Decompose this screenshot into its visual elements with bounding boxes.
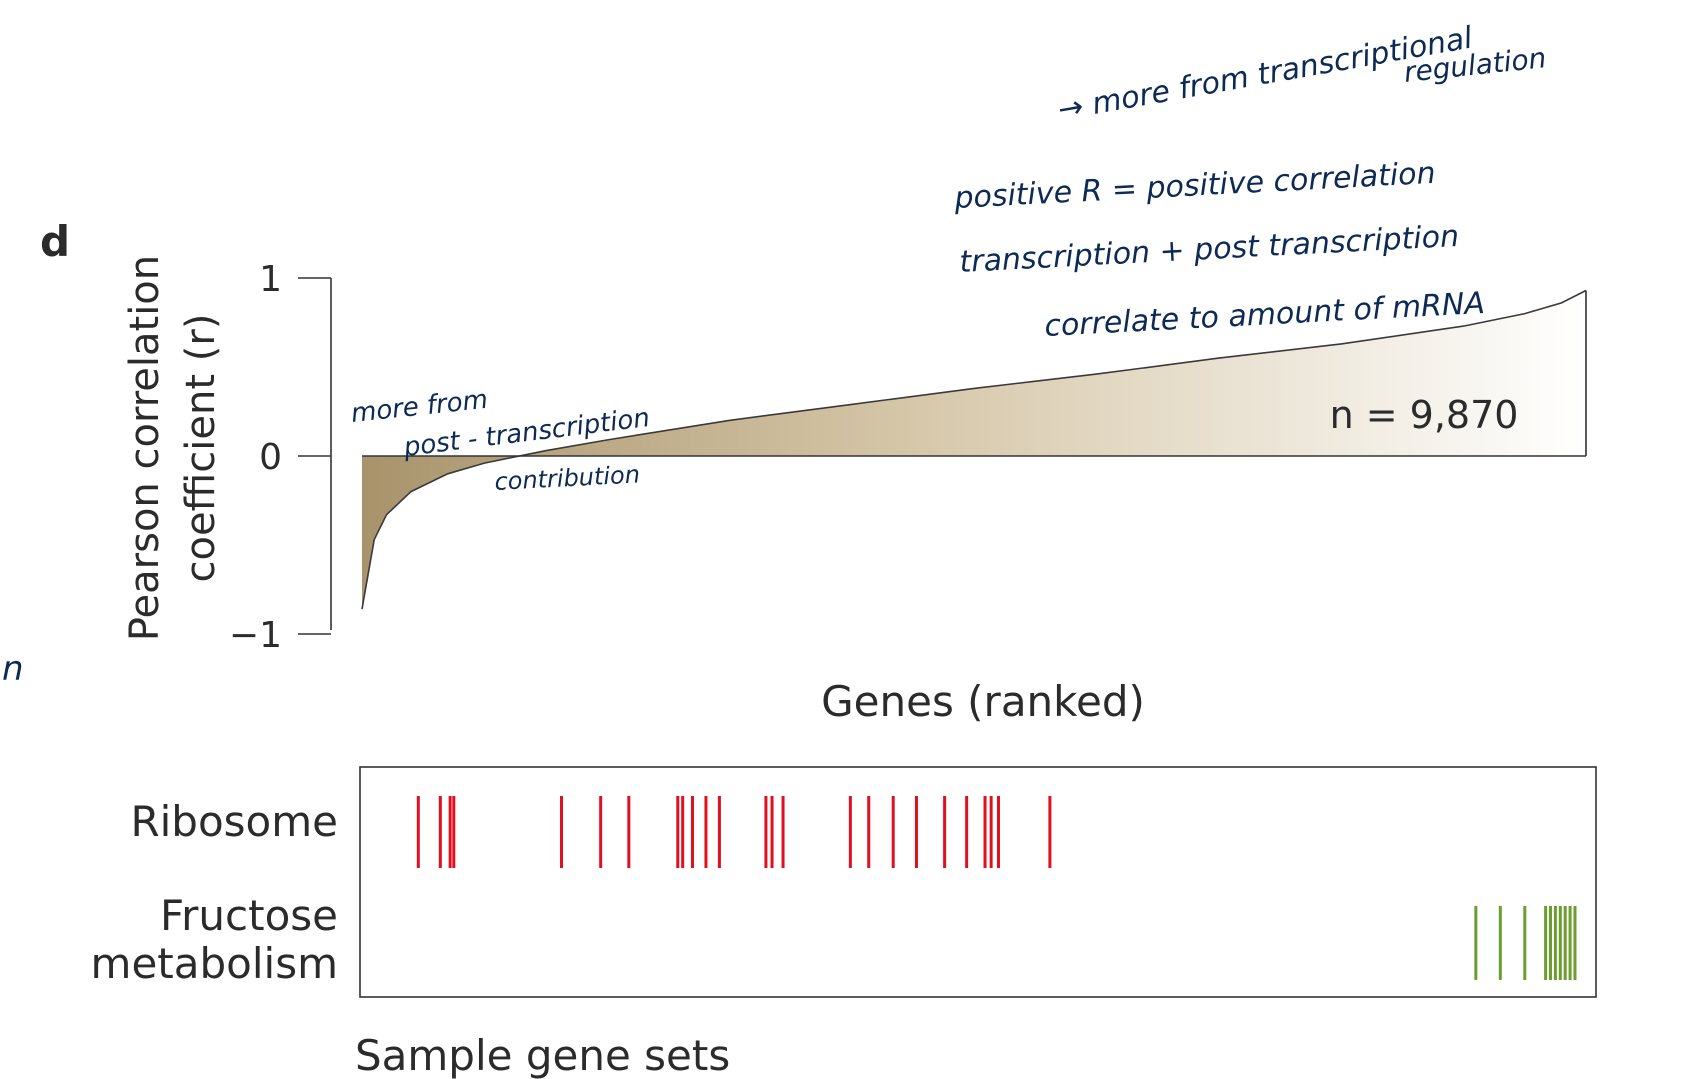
y-tick-label-2: −1 xyxy=(229,615,282,656)
gene-set-label-1-1: metabolism xyxy=(91,939,338,988)
annotation-left-line1: more from xyxy=(350,385,490,429)
annotation-edge-mark: n xyxy=(2,649,24,689)
annotation-middle-line2: transcription + post transcription xyxy=(959,219,1460,280)
y-tick-label-0: 1 xyxy=(259,259,282,300)
annotation-left-line3: contribution xyxy=(494,460,641,496)
gene-set-label-1-0: Fructose xyxy=(160,891,338,940)
annotation-middle-line1: positive R = positive correlation xyxy=(953,156,1437,216)
gene-set-box xyxy=(359,766,1597,998)
correlation-curve xyxy=(361,289,1587,610)
x-axis-label: Genes (ranked) xyxy=(821,677,1145,726)
correlation-area xyxy=(362,290,1586,610)
y-axis-label-line1: Pearson correlation xyxy=(122,255,168,641)
y-axis-label-line2: coefficient (r) xyxy=(178,314,224,583)
panel-label: d xyxy=(40,217,70,266)
gene-sets-title: Sample gene sets xyxy=(355,1031,730,1079)
n-label: n = 9,870 xyxy=(1330,393,1519,437)
gene-set-label-0-0: Ribosome xyxy=(130,797,338,846)
y-tick-label-1: 0 xyxy=(259,437,282,478)
